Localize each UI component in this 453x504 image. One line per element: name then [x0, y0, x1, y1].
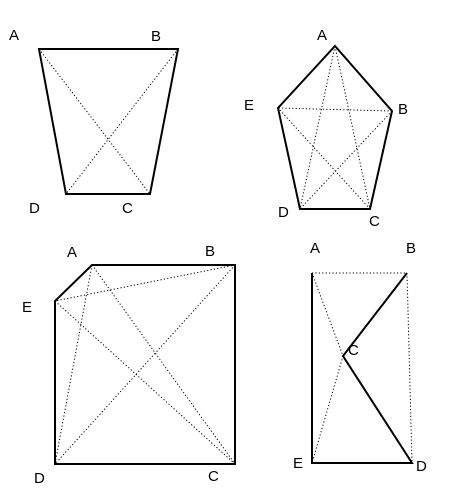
- vertex-label-D: D: [278, 204, 289, 221]
- outline-ABCD: [37, 48, 180, 195]
- vertex-label-D: D: [29, 200, 40, 217]
- vertex-label-E: E: [293, 455, 303, 472]
- vertex-label-A: A: [9, 27, 19, 44]
- vertex-label-D: D: [34, 470, 45, 487]
- diagonal-AC: [91, 264, 236, 465]
- diagonal-BD: [54, 264, 236, 465]
- figure-quadrilateral: A B C D: [9, 27, 180, 217]
- vertex-label-D: D: [416, 458, 427, 475]
- vertex-label-C: C: [208, 468, 219, 485]
- vertex-label-E: E: [22, 299, 32, 316]
- diagonal-BD: [65, 48, 179, 195]
- outline-ABCDE: [54, 264, 236, 465]
- diagonal-AC: [38, 48, 151, 195]
- diagonal-BE: [54, 264, 236, 302]
- figure-concave: A B C D E: [293, 240, 427, 475]
- diagonal-BE: [277, 107, 393, 112]
- vertex-label-B: B: [406, 240, 416, 257]
- vertex-label-B: B: [398, 101, 408, 118]
- vertex-label-C: C: [369, 213, 380, 230]
- vertex-label-C: C: [348, 342, 359, 359]
- diagonal-CE: [311, 355, 344, 464]
- diagonal-AC: [311, 272, 344, 357]
- outline-ABCDE: [311, 272, 414, 464]
- figure-pentagon: A B C D E: [244, 27, 408, 230]
- diagonal-AC: [334, 45, 371, 210]
- diagonal-BD: [299, 110, 393, 210]
- outline-ABCDE: [276, 44, 394, 210]
- vertex-label-A: A: [317, 27, 327, 44]
- vertex-label-A: A: [310, 240, 320, 257]
- vertex-label-B: B: [205, 243, 215, 260]
- diagonal-BD: [406, 272, 413, 464]
- figure-cut-square: A B C D E: [22, 243, 236, 487]
- vertex-label-C: C: [122, 200, 133, 217]
- vertex-label-E: E: [244, 97, 254, 114]
- diagonal-CE: [277, 107, 371, 210]
- diagonal-AD: [299, 45, 336, 210]
- vertex-label-B: B: [151, 28, 161, 45]
- vertex-label-A: A: [67, 244, 77, 261]
- diagonal-CE: [54, 300, 236, 465]
